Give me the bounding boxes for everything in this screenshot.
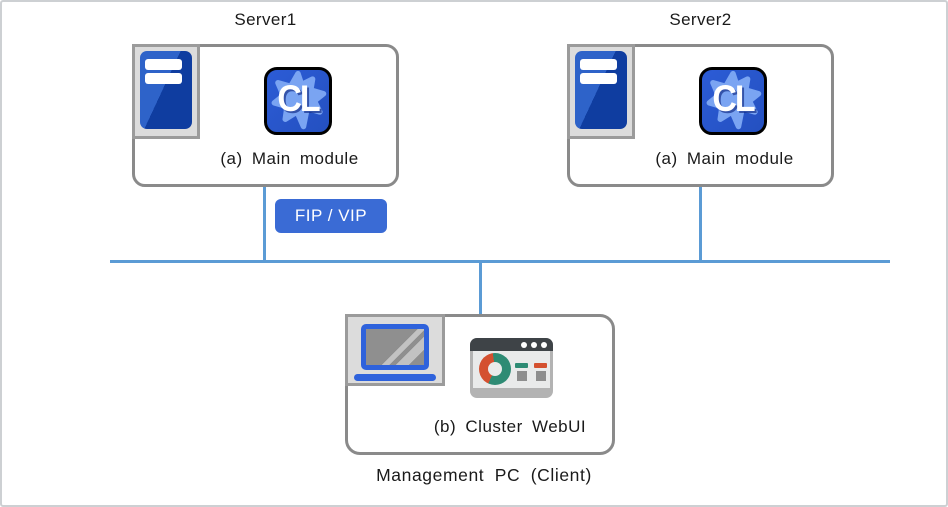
server2-node: CL (a) Main module: [567, 44, 834, 187]
browser-dashboard-icon: [470, 338, 553, 398]
laptop-icon: [345, 314, 445, 386]
server2-title: Server2: [669, 10, 732, 29]
widget-square: [535, 371, 546, 381]
laptop-base: [354, 374, 436, 381]
server-tower-body: [140, 51, 192, 129]
server-drive-bay-icon: [145, 59, 182, 70]
browser-dot-icon: [521, 341, 527, 348]
browser-content: [473, 351, 550, 388]
cl-badge-text: CL: [277, 78, 320, 120]
server-tower-body: [575, 51, 627, 129]
browser-titlebar: [470, 338, 553, 351]
server-drive-bay-icon: [580, 73, 617, 84]
dashboard-widget-icon: [534, 363, 547, 381]
widget-bar: [515, 363, 528, 368]
cl-app-icon: CL: [699, 67, 767, 135]
browser-dot-icon: [541, 341, 547, 348]
cl-app-icon: CL: [264, 67, 332, 135]
management-pc-node: (b) Cluster WebUI: [345, 314, 615, 455]
cl-badge-text: CL: [712, 78, 755, 120]
server1-caption: (a) Main module: [220, 149, 359, 168]
server1-title: Server1: [234, 10, 297, 29]
server-drive-bay-icon: [580, 59, 617, 70]
splash-icon: [706, 70, 762, 130]
management-network-line: [479, 262, 482, 315]
fip-vip-badge: FIP / VIP: [275, 199, 387, 233]
server2-network-line: [699, 187, 702, 262]
server-drive-bay-icon: [145, 73, 182, 84]
donut-chart-icon: [479, 353, 511, 385]
management-pc-label: Management PC (Client): [376, 465, 592, 485]
browser-dot-icon: [531, 341, 537, 348]
donut-hole: [488, 362, 502, 376]
server-tower-icon: [132, 44, 200, 139]
server-tower-icon: [567, 44, 635, 139]
widget-square: [516, 371, 527, 381]
server1-node: CL (a) Main module: [132, 44, 399, 187]
widget-bar: [534, 363, 547, 368]
splash-icon: [271, 70, 327, 130]
server2-caption: (a) Main module: [655, 149, 794, 168]
network-backbone-line: [110, 260, 890, 263]
dashboard-widget-icon: [515, 363, 528, 381]
laptop-screen: [361, 324, 429, 370]
management-caption: (b) Cluster WebUI: [433, 417, 587, 436]
server1-network-line: [263, 187, 266, 262]
